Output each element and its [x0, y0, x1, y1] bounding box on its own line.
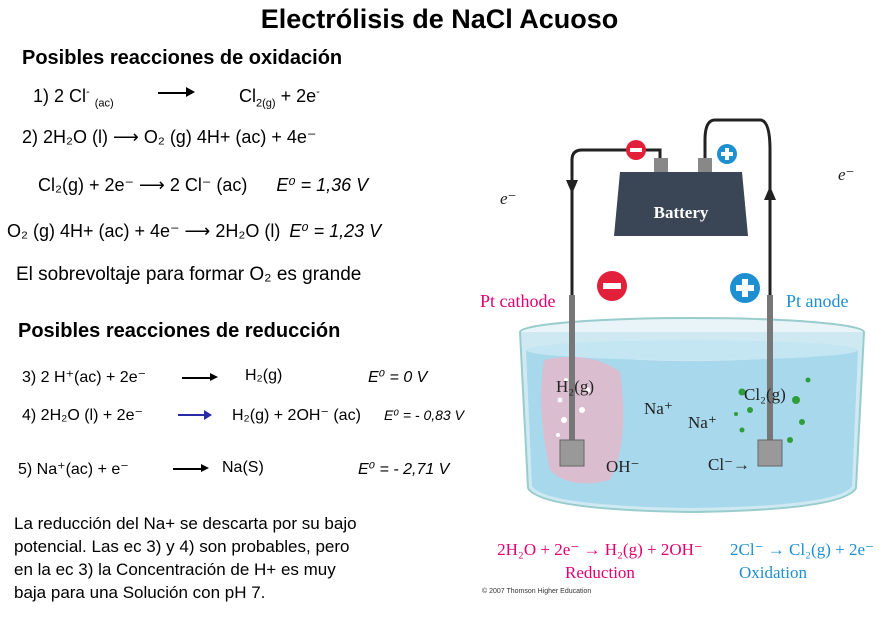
reaction-1-right2: + 2e	[280, 86, 317, 106]
reaction-3-arrowhead	[210, 373, 218, 381]
reaction-2-num: 2)	[22, 127, 39, 147]
reaction-2: 2) 2H₂O (l) ⟶ O₂ (g) 4H+ (ac) + 4e⁻	[22, 127, 316, 148]
reaction-5-rhs: Na(S)	[222, 459, 264, 476]
reduction-o2-text: O₂ (g) 4H+ (ac) + 4e⁻ ⟶ 2H₂O (l)	[7, 221, 281, 241]
reaction-1-right: Cl	[239, 86, 256, 106]
oxidation-equation: 2Cl⁻ → Cl₂(g) + 2e⁻	[730, 540, 874, 559]
reaction-4-rhs: H₂(g) + 2OH⁻ (ac)	[232, 407, 361, 424]
anode-rod	[767, 295, 773, 440]
reaction-5-arrow	[173, 468, 205, 470]
battery-neg-terminal	[654, 158, 668, 172]
h2-label: H₂(g)	[556, 377, 594, 396]
reduction-equation: 2H₂O + 2e⁻ → H₂(g) + 2OH⁻	[497, 540, 703, 559]
right-wire	[703, 118, 772, 400]
reduction-cl2: Cl₂(g) + 2e⁻ ⟶ 2 Cl⁻ (ac) E⁰ = 1,36 V	[38, 175, 368, 196]
anode-plate	[757, 439, 783, 467]
cl-label: Cl⁻→	[708, 455, 750, 474]
reaction-1-num: 1)	[33, 86, 50, 106]
reaction-3-rhs: H₂(g)	[245, 367, 283, 384]
battery-label: Battery	[654, 203, 709, 222]
page-title: Electrólisis de NaCl Acuoso	[260, 4, 619, 34]
reduction-o2-e0: E⁰ = 1,23 V	[289, 221, 382, 241]
cathode-minus-sign	[603, 283, 621, 289]
reaction-5-e0: E⁰ = - 2,71 V	[358, 461, 450, 478]
na-label-2: Na⁺	[688, 413, 717, 432]
reduction-label: Reduction	[565, 563, 635, 582]
reaction-1-left-sub: (ac)	[94, 97, 114, 110]
battery-plus-v	[725, 148, 729, 160]
cathode-label: Pt cathode	[480, 291, 555, 311]
cl2-label: Cl₂(g)	[744, 385, 786, 404]
reduction-heading: Posibles reacciones de reducción	[18, 320, 341, 342]
reaction-5-arrowhead	[201, 464, 209, 472]
h2-bubbles	[556, 378, 591, 437]
reaction-4-lhs: 4) 2H₂O (l) + 2e⁻	[22, 407, 143, 424]
cl2-bubbles	[734, 377, 811, 443]
reaction-1-left-sup: -	[86, 86, 90, 98]
anode-plus-v	[742, 279, 748, 297]
overvoltage-note: El sobrevoltaje para formar O₂ es grande	[16, 264, 362, 285]
reaction-4-arrow	[178, 414, 208, 416]
reaction-1-right-sub: 2(g)	[256, 97, 276, 110]
na-label-1: Na⁺	[644, 399, 673, 418]
left-electron-arrow	[566, 180, 578, 194]
anode-label: Pt anode	[786, 291, 849, 311]
conclusion-paragraph: La reducción del Na+ se descarta por su …	[14, 514, 357, 602]
oh-label: OH⁻	[606, 457, 640, 476]
reduction-cl2-text: Cl₂(g) + 2e⁻ ⟶ 2 Cl⁻ (ac)	[38, 175, 248, 195]
reaction-1-arrowhead	[186, 87, 195, 97]
electron-left-label: e⁻	[500, 189, 517, 208]
electrolysis-figure: e⁻ e⁻ Battery Pt cathode Pt anode H₂(g) …	[480, 118, 874, 595]
electron-right-label: e⁻	[838, 165, 855, 184]
cathode-plate	[559, 439, 585, 467]
reaction-1: 1) 2 Cl- (ac)	[33, 86, 114, 110]
oxidation-heading: Posibles reacciones de oxidación	[22, 47, 343, 69]
right-electron-arrow	[764, 186, 776, 200]
copyright: © 2007 Thomson Higher Education	[482, 587, 591, 595]
oxidation-label: Oxidation	[739, 563, 807, 582]
reaction-1-left: 2 Cl	[54, 86, 87, 106]
battery-minus-sign	[630, 148, 642, 152]
reaction-1-arrow	[158, 92, 192, 94]
reaction-4-arrowhead	[204, 410, 212, 420]
reaction-3-e0: E⁰ = 0 V	[368, 369, 428, 386]
left-wire	[570, 148, 662, 400]
battery-pos-terminal	[698, 158, 712, 172]
solution-surface	[526, 340, 858, 360]
reaction-1-product: Cl2(g) + 2e-	[239, 86, 320, 110]
reaction-2-text: 2H₂O (l) ⟶ O₂ (g) 4H+ (ac) + 4e⁻	[43, 127, 317, 147]
battery-body	[614, 172, 748, 236]
reaction-1-right2-sup: -	[316, 86, 320, 98]
reduction-cl2-e0: E⁰ = 1,36 V	[276, 175, 369, 195]
reaction-5-lhs: 5) Na⁺(ac) + e⁻	[18, 461, 129, 478]
reaction-3-lhs: 3) 2 H⁺(ac) + 2e⁻	[22, 369, 147, 386]
cathode-rod	[569, 295, 575, 440]
reaction-4-e0: E⁰ = - 0,83 V	[384, 407, 464, 423]
reduction-o2: O₂ (g) 4H+ (ac) + 4e⁻ ⟶ 2H₂O (l) E⁰ = 1,…	[7, 221, 381, 242]
reaction-3-arrow	[182, 377, 214, 379]
